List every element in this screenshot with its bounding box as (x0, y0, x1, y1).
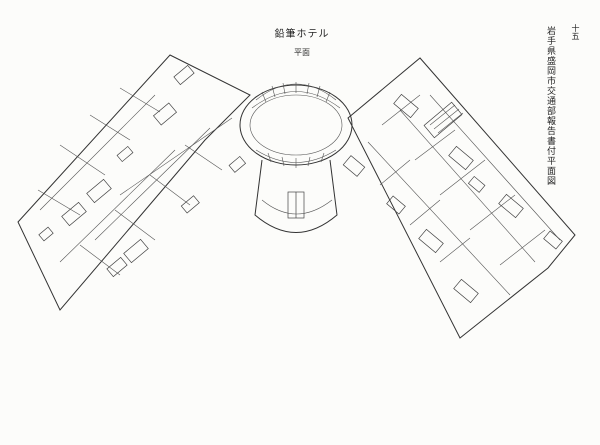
central-rotunda (239, 82, 353, 233)
vertical-caption: 岩手県盛岡市交通部報告書付平面図 (545, 26, 555, 186)
plate-number: 十五 (571, 24, 580, 40)
right-wing (342, 57, 576, 339)
drawing-title: 鉛筆ホテル (274, 29, 330, 40)
left-wing (17, 54, 251, 311)
drawing-subtitle: 平面 (294, 48, 310, 57)
